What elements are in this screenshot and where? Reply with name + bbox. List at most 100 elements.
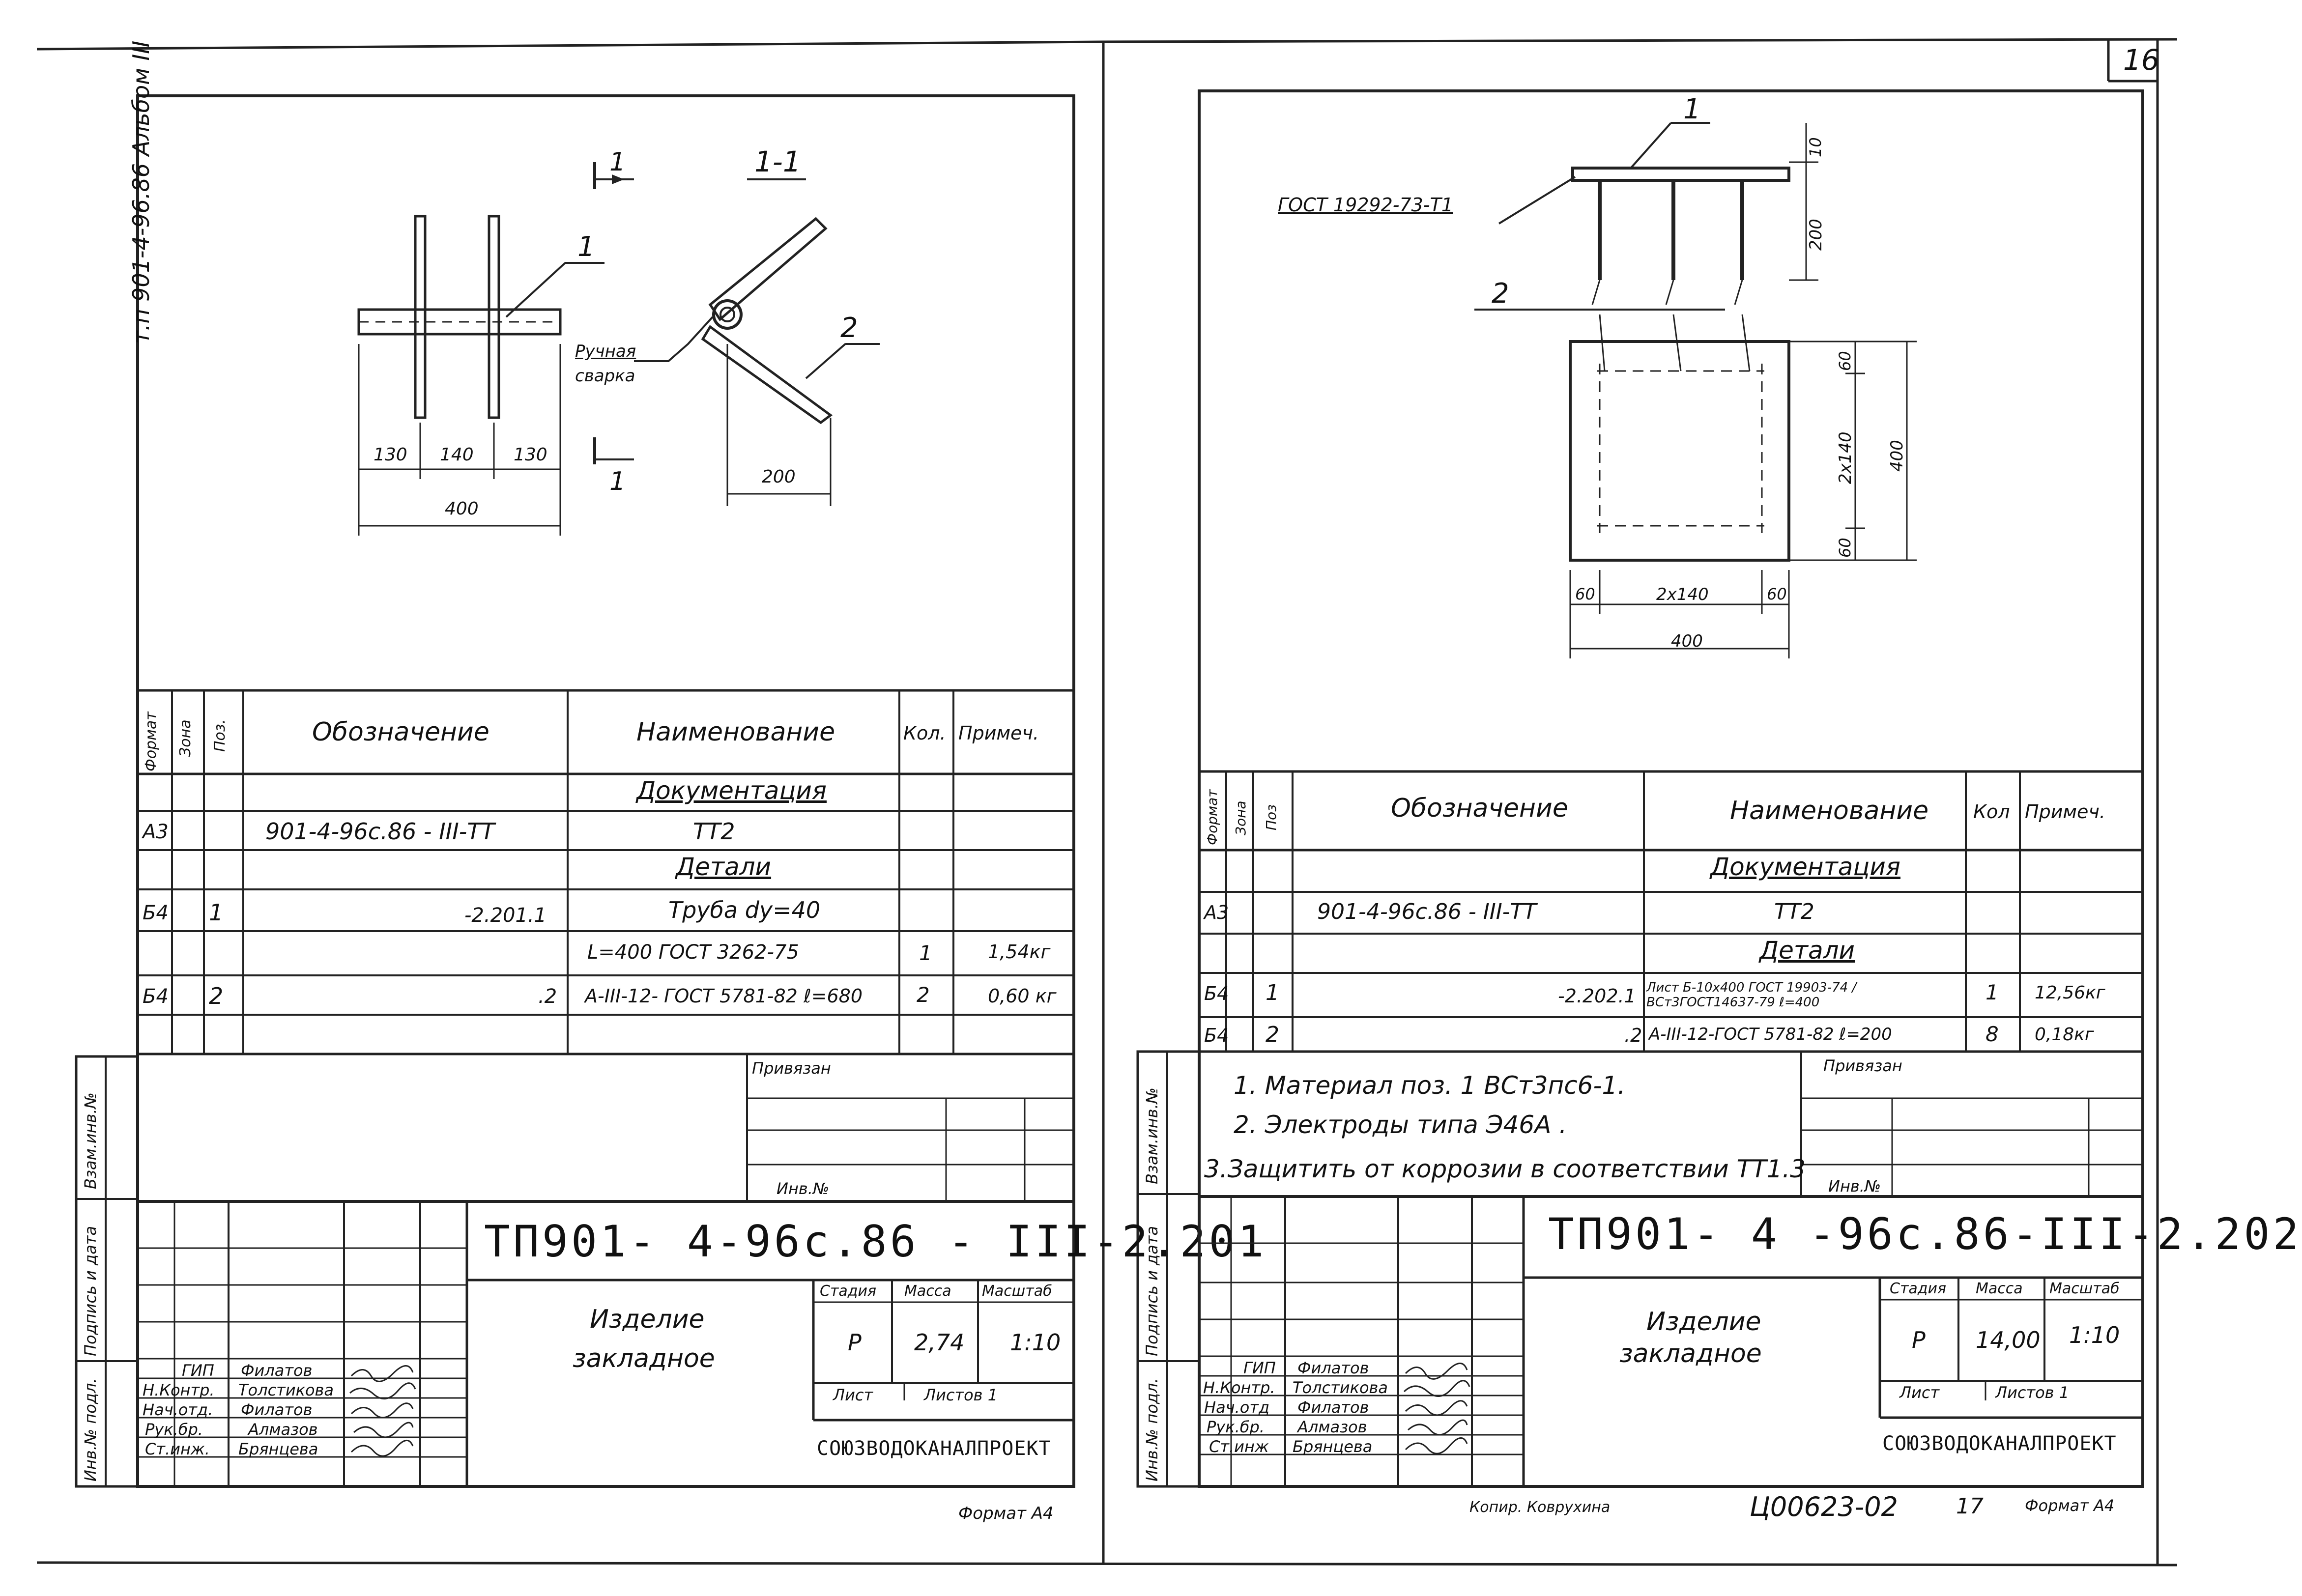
r-dim-60c: 60 bbox=[1575, 585, 1595, 603]
right-side-inv: Инв.№ подл. bbox=[1143, 1378, 1161, 1482]
r-row-b4-2-pos: 2 bbox=[1266, 1022, 1279, 1047]
r-hdr-note: Примеч. bbox=[2025, 801, 2105, 823]
section-marker-bottom: 1 bbox=[609, 467, 626, 496]
right-role-0: ГИП bbox=[1243, 1359, 1276, 1377]
r-row-b4-2-format: Б4 bbox=[1204, 1025, 1229, 1046]
leader-label-2: 2 bbox=[840, 312, 858, 344]
left-drawing bbox=[357, 162, 880, 536]
r-row-a3-format: А3 bbox=[1204, 902, 1229, 923]
left-scale: 1:10 bbox=[1010, 1329, 1061, 1356]
row-details-name: Детали bbox=[676, 853, 772, 881]
dim-200: 200 bbox=[762, 467, 796, 487]
r-hdr-zone: Зона bbox=[1233, 800, 1249, 835]
leader-label-1: 1 bbox=[577, 231, 595, 263]
left-name-1: Толстикова bbox=[238, 1381, 334, 1399]
right-role-4: Ст.инж bbox=[1209, 1437, 1269, 1456]
right-scale: 1:10 bbox=[2069, 1322, 2120, 1348]
right-name-2: Филатов bbox=[1297, 1398, 1369, 1417]
order-number: Ц00623-02 bbox=[1750, 1491, 1898, 1522]
dim-400: 400 bbox=[445, 499, 479, 519]
row-b4-1-pos: 1 bbox=[209, 899, 224, 926]
row-a3-name: ТТ2 bbox=[693, 818, 735, 845]
right-format: Формат А4 bbox=[2025, 1496, 2115, 1515]
left-role-2: Нач.отд. bbox=[143, 1400, 213, 1419]
row-tube-note: 1,54кг bbox=[988, 941, 1051, 963]
left-product-2: закладное bbox=[573, 1344, 715, 1373]
right-mass-hdr: Масса bbox=[1976, 1280, 2023, 1297]
left-inv-no: Инв.№ bbox=[777, 1179, 830, 1198]
dim-130-b: 130 bbox=[514, 445, 547, 465]
left-mass-hdr: Масса bbox=[904, 1282, 951, 1300]
sheet-number: 17 bbox=[1956, 1494, 1984, 1519]
page-number: 16 bbox=[2123, 43, 2159, 77]
right-privyazan: Привязан bbox=[1823, 1056, 1902, 1075]
right-side-vzam: Взам.инв.№ bbox=[1143, 1087, 1161, 1184]
r-row-b4-1-pos: 1 bbox=[1266, 980, 1279, 1005]
r-row-a3-designation: 901-4-96с.86 - III-ТТ bbox=[1317, 899, 1537, 924]
right-mass: 14,00 bbox=[1976, 1327, 2041, 1353]
right-inv-no: Инв.№ bbox=[1828, 1177, 1881, 1196]
left-sheet-label: Лист bbox=[833, 1386, 873, 1404]
left-stage: Р bbox=[848, 1329, 862, 1356]
left-organization: СОЮЗВОДОКАНАЛПРОЕКТ bbox=[817, 1437, 1051, 1460]
left-role-4: Ст.инж. bbox=[145, 1440, 210, 1458]
r-row-a3-name: ТТ2 bbox=[1774, 899, 1814, 924]
copy-note: Копир. Коврухина bbox=[1469, 1499, 1611, 1516]
row-a3-format: А3 bbox=[143, 821, 169, 843]
r-leader-1: 1 bbox=[1683, 93, 1701, 125]
row-b4-1-designation: -2.201.1 bbox=[464, 904, 547, 927]
r-row-b4-1-name: Лист Б-10х400 ГОСТ 19903-74 / ВСт3ГОСТ14… bbox=[1646, 980, 1857, 1010]
r-leader-2: 2 bbox=[1492, 278, 1509, 310]
row-a3-designation: 901-4-96с.86 - III-ТТ bbox=[265, 818, 495, 845]
section-marker-top: 1 bbox=[609, 147, 626, 177]
right-name-4: Брянцева bbox=[1293, 1437, 1373, 1456]
r-dim-60d: 60 bbox=[1767, 585, 1787, 603]
r-row-b4-2-designation: .2 bbox=[1624, 1025, 1642, 1046]
r-row-b4-2-note: 0,18кг bbox=[2035, 1025, 2094, 1045]
right-sheet-label: Лист bbox=[1899, 1383, 1940, 1402]
right-product-2: закладное bbox=[1619, 1339, 1762, 1368]
r-hdr-qty: Кол bbox=[1973, 801, 2010, 823]
row-b4-2-format: Б4 bbox=[143, 985, 169, 1008]
left-title-code: ТП901- 4-96с.86 - III-2.201 bbox=[484, 1216, 1267, 1267]
left-scale-hdr: Масштаб bbox=[982, 1282, 1052, 1300]
right-stage-hdr: Стадия bbox=[1890, 1280, 1947, 1297]
r-dim-2x140h: 2х140 bbox=[1656, 585, 1709, 604]
right-name-1: Толстикова bbox=[1293, 1378, 1388, 1397]
row-b4-2-qty: 2 bbox=[917, 983, 930, 1007]
note-1: 1. Материал поз. 1 ВСт3пс6-1. bbox=[1234, 1071, 1626, 1100]
weld-note-2: сварка bbox=[575, 366, 635, 386]
r-hdr-format: Формат bbox=[1204, 789, 1220, 845]
r-hdr-designation: Обозначение bbox=[1391, 794, 1568, 823]
gost-note: ГОСТ 19292-73-Т1 bbox=[1278, 194, 1453, 216]
left-role-3: Рук.бр. bbox=[145, 1420, 203, 1439]
right-role-1: Н.Контр. bbox=[1203, 1378, 1275, 1397]
row-b4-2-designation: .2 bbox=[538, 985, 557, 1008]
right-scale-hdr: Масштаб bbox=[2049, 1280, 2120, 1297]
left-signatures bbox=[349, 1365, 416, 1457]
row-b4-1-name: Труба dу=40 bbox=[668, 897, 821, 923]
hdr-note: Примеч. bbox=[958, 722, 1039, 744]
hdr-qty: Кол. bbox=[903, 722, 946, 744]
left-name-4: Брянцева bbox=[238, 1440, 318, 1458]
r-row-details-name: Детали bbox=[1759, 936, 1855, 965]
weld-note-1: Ручная bbox=[575, 342, 636, 361]
left-format: Формат А4 bbox=[958, 1504, 1054, 1523]
r-row-doc-name: Документация bbox=[1710, 853, 1900, 881]
left-name-2: Филатов bbox=[241, 1400, 313, 1419]
right-drawing bbox=[1474, 122, 1917, 658]
hdr-name: Наименование bbox=[636, 717, 835, 747]
r-row-b4-2-qty: 8 bbox=[1985, 1022, 1999, 1046]
r-row-b4-1-qty: 1 bbox=[1985, 980, 1999, 1004]
right-signatures bbox=[1403, 1363, 1470, 1454]
note-2: 2. Электроды типа Э46А . bbox=[1234, 1111, 1567, 1139]
dim-140: 140 bbox=[440, 445, 474, 465]
right-name-0: Филатов bbox=[1297, 1359, 1369, 1377]
note-3: 3.Защитить от коррозии в соответствии ТТ… bbox=[1204, 1155, 1806, 1183]
row-tube-spec: L=400 ГОСТ 3262-75 bbox=[587, 941, 799, 964]
r-row-b4-2-name: А-III-12-ГОСТ 5781-82 ℓ=200 bbox=[1649, 1025, 1892, 1044]
row-doc-name: Документация bbox=[636, 776, 827, 805]
right-title-code: ТП901- 4 -96с.86-III-2.202 bbox=[1548, 1209, 2302, 1259]
right-product-1: Изделие bbox=[1646, 1307, 1761, 1337]
right-side-podpis: Подпись и дата bbox=[1143, 1226, 1161, 1356]
